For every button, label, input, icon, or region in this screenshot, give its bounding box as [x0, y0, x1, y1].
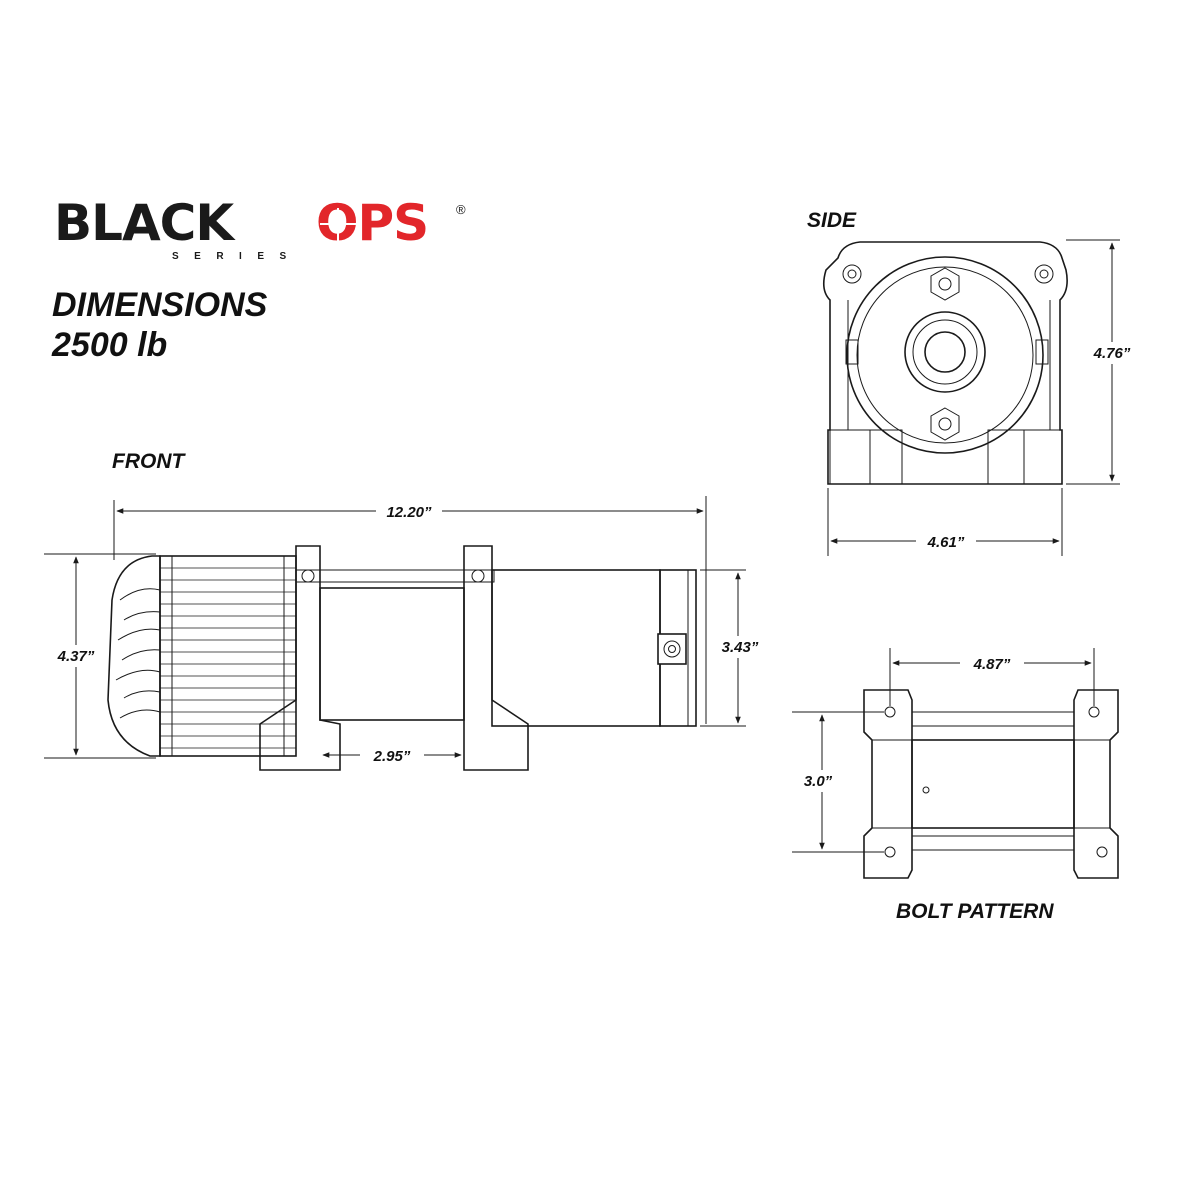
foot-spacing-dimension: 2.95”: [322, 744, 462, 766]
bolt-length-dimension: 4.87”: [889, 648, 1095, 706]
crosshair-icon: [320, 208, 356, 244]
front-view-drawing: [107, 545, 697, 771]
bolt-length-value: 4.87”: [973, 656, 1011, 673]
bolt-pattern-drawing: [863, 689, 1119, 879]
side-width-value: 4.61”: [927, 534, 965, 551]
title-line2: 2500 lb: [51, 326, 167, 364]
bolt-width-dimension: 3.0”: [790, 711, 884, 853]
bolt-width-value: 3.0”: [804, 773, 833, 790]
front-view-label: FRONT: [112, 450, 186, 473]
front-height-value: 4.37”: [57, 648, 95, 665]
front-length-dimension: 12.20”: [113, 496, 707, 724]
motor-height-dimension: 3.43”: [700, 569, 768, 727]
bolt-pattern-label: BOLT PATTERN: [896, 900, 1054, 923]
brand-word-left: BLACK: [54, 194, 236, 252]
brand-logo: BLACK OPS ® SERIES: [54, 194, 466, 262]
side-view-drawing: [822, 241, 1068, 485]
foot-spacing-value: 2.95”: [373, 748, 411, 765]
front-height-dimension: 4.37”: [44, 553, 156, 759]
side-width-dimension: 4.61”: [827, 488, 1063, 556]
side-height-value: 4.76”: [1093, 345, 1131, 362]
front-length-value: 12.20”: [386, 504, 432, 521]
motor-height-value: 3.43”: [722, 639, 759, 656]
registered-mark: ®: [456, 202, 466, 217]
brand-tagline: SERIES: [172, 251, 302, 262]
side-view-label: SIDE: [807, 209, 857, 232]
side-height-dimension: 4.76”: [1066, 239, 1144, 485]
title-line1: DIMENSIONS: [52, 286, 268, 324]
